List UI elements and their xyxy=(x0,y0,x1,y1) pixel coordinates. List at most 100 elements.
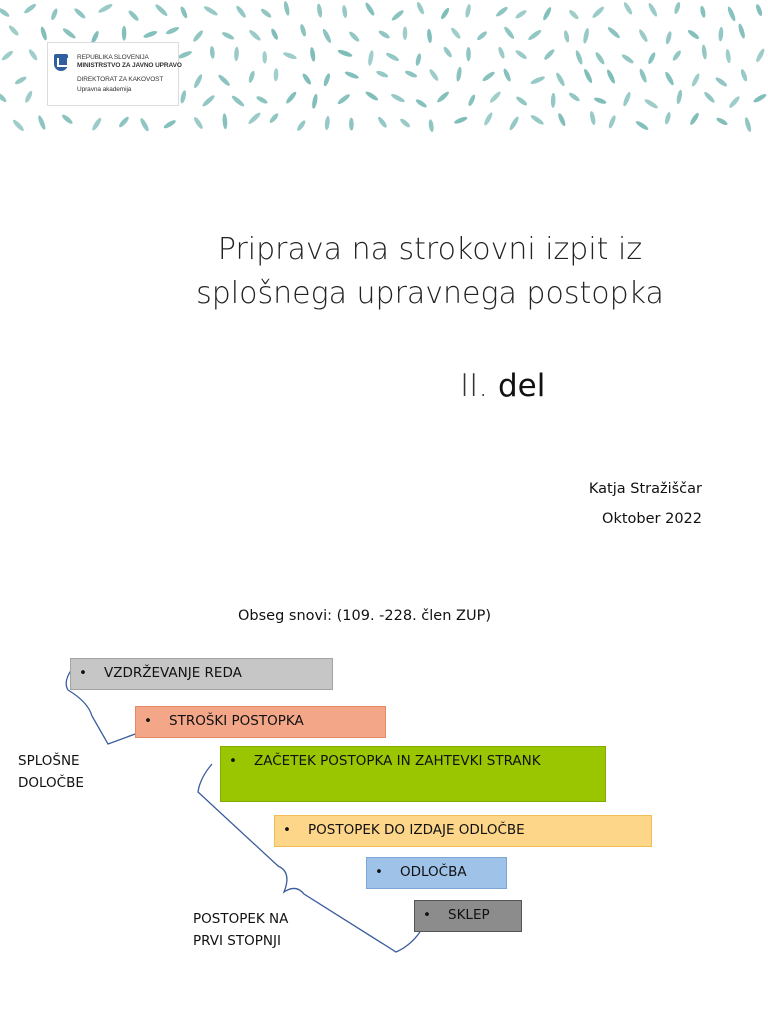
leaf-shape xyxy=(194,117,203,129)
leaf-shape xyxy=(456,66,462,82)
leaf-shape xyxy=(516,96,528,106)
leaf-shape xyxy=(744,117,752,132)
leaf-shape xyxy=(256,96,268,104)
ministry-logo: REPUBLIKA SLOVENIJA MINISTRSTVO ZA JAVNO… xyxy=(47,42,182,106)
leaf-shape xyxy=(607,69,615,84)
leaf-shape xyxy=(283,1,290,16)
leaf-shape xyxy=(509,116,519,131)
leaf-shape xyxy=(1,50,13,61)
leaf-shape xyxy=(665,31,672,45)
title-line-1: Priprava na strokovni izpit iz xyxy=(217,232,643,267)
leaf-shape xyxy=(365,91,379,101)
bullet: • xyxy=(229,753,237,769)
leaf-shape xyxy=(530,115,544,125)
leaf-shape xyxy=(568,92,580,102)
bullet: • xyxy=(79,665,87,681)
leaf-shape xyxy=(91,30,99,44)
leaf-shape xyxy=(672,50,681,61)
logo-line-2: MINISTRSTVO ZA JAVNO UPRAVO xyxy=(77,62,182,69)
leaf-shape xyxy=(564,30,570,43)
leaf-shape xyxy=(623,92,631,107)
leaf-shape xyxy=(180,90,187,104)
leaf-shape xyxy=(482,71,495,82)
leaf-shape xyxy=(260,8,272,18)
leaf-shape xyxy=(317,3,323,18)
group-label-first-instance: POSTOPEK NA PRVI STOPNJI xyxy=(193,908,288,952)
bullet: • xyxy=(423,907,431,923)
page-title: Priprava na strokovni izpit iz splošnega… xyxy=(150,228,710,316)
group-label-general: SPLOŠNE DOLOČBE xyxy=(18,750,84,794)
leaf-shape xyxy=(391,93,405,103)
leaf-shape xyxy=(62,114,73,124)
leaf-shape xyxy=(12,119,24,132)
item-label: STROŠKI POSTOPKA xyxy=(169,713,304,729)
leaf-shape xyxy=(415,99,427,108)
leaf-shape xyxy=(466,47,471,62)
group-label-line: DOLOČBE xyxy=(18,775,84,791)
author-date: Oktober 2022 xyxy=(602,511,702,527)
leaf-shape xyxy=(300,24,306,37)
item-procedure-to-decision: •POSTOPEK DO IZDAJE ODLOČBE xyxy=(274,815,652,847)
group-label-line: PRVI STOPNJI xyxy=(193,933,281,949)
leaf-shape xyxy=(515,10,527,19)
scope-text: Obseg snovi: (109. -228. člen ZUP) xyxy=(238,608,491,624)
leaf-shape xyxy=(592,6,604,18)
leaf-shape xyxy=(28,49,38,61)
leaf-shape xyxy=(621,54,634,64)
leaf-shape xyxy=(429,69,439,81)
leaf-shape xyxy=(74,8,86,19)
leaf-shape xyxy=(718,27,724,42)
leaf-shape xyxy=(569,10,579,20)
item-maintaining-order: • VZDRŽEVANJE REDA xyxy=(70,658,333,690)
leaf-shape xyxy=(236,5,246,18)
item-start-of-procedure: • ZAČETEK POSTOPKA IN ZAHTEVKI STRANK xyxy=(220,746,606,802)
leaf-shape xyxy=(504,26,515,39)
brace-general xyxy=(65,663,153,745)
leaf-shape xyxy=(558,113,566,127)
leaf-shape xyxy=(222,32,235,40)
leaf-shape xyxy=(544,49,555,60)
leaf-shape xyxy=(404,70,418,78)
leaf-shape xyxy=(25,90,33,103)
leaf-shape xyxy=(756,48,765,63)
leaf-shape xyxy=(376,70,389,78)
leaf-shape xyxy=(648,52,656,64)
leaf-shape xyxy=(716,117,728,126)
bullet: • xyxy=(144,713,152,729)
item-label: VZDRŽEVANJE REDA xyxy=(104,665,242,681)
leaf-shape xyxy=(180,6,188,19)
leaf-shape xyxy=(648,3,657,17)
leaf-shape xyxy=(349,31,360,42)
leaf-shape xyxy=(503,68,511,82)
leaf-shape xyxy=(98,4,113,13)
leaf-shape xyxy=(441,7,450,20)
leaf-shape xyxy=(386,52,399,61)
leaf-shape xyxy=(286,91,297,104)
leaf-shape xyxy=(218,74,230,86)
leaf-shape xyxy=(451,27,461,39)
leaf-shape xyxy=(177,51,192,59)
leaf-shape xyxy=(704,92,715,103)
leaf-shape xyxy=(530,76,545,85)
leaf-shape xyxy=(583,28,589,44)
item-label: ZAČETEK POSTOPKA IN ZAHTEVKI STRANK xyxy=(254,753,541,769)
leaf-shape xyxy=(608,115,616,129)
leaf-shape xyxy=(575,50,583,65)
leaf-shape xyxy=(644,99,658,109)
leaf-pattern-decoration xyxy=(0,1,767,133)
leaf-shape xyxy=(269,113,279,123)
leaf-shape xyxy=(337,49,353,57)
leaf-shape xyxy=(163,120,176,129)
leaf-shape xyxy=(14,76,27,85)
leaf-shape xyxy=(623,2,633,15)
leaf-shape xyxy=(674,2,681,14)
leaf-shape xyxy=(727,6,736,22)
leaf-shape xyxy=(415,53,422,66)
leaf-shape xyxy=(701,44,707,60)
leaf-shape xyxy=(378,116,387,128)
leaf-shape xyxy=(428,119,434,133)
leaf-shape xyxy=(323,73,331,87)
leaf-shape xyxy=(595,52,605,65)
leaf-shape xyxy=(690,112,699,125)
leaf-shape xyxy=(234,46,239,61)
